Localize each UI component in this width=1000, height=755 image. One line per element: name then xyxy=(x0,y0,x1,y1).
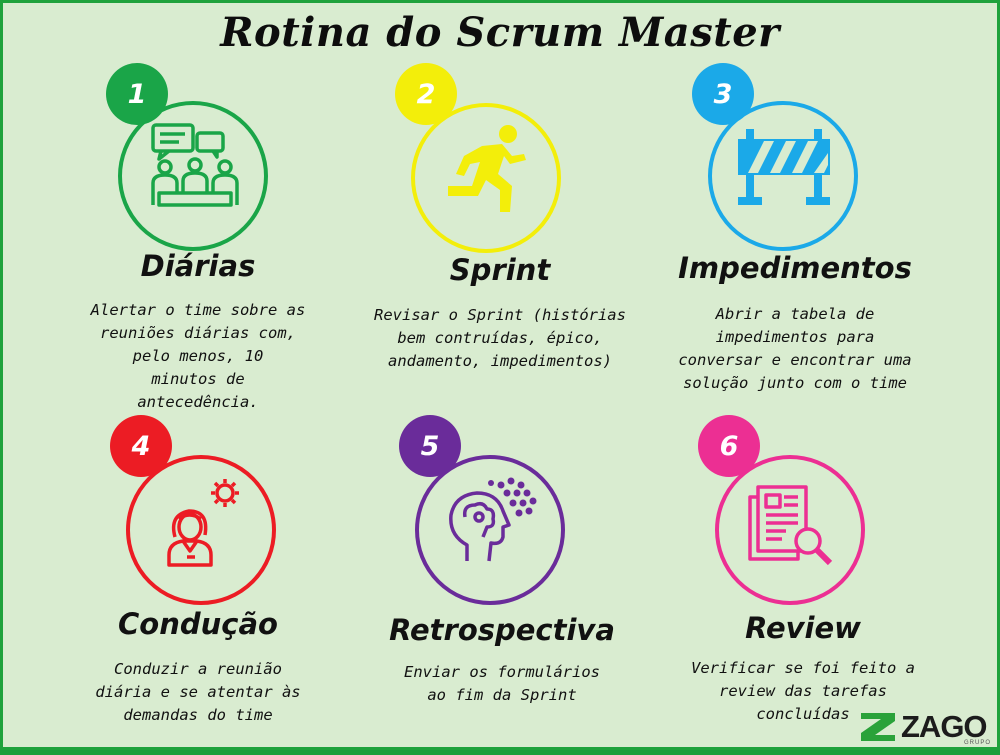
person-gear-icon xyxy=(167,479,239,567)
step-description: Abrir a tabela de impedimentos para conv… xyxy=(645,303,945,395)
desc-line: minutos de xyxy=(151,370,245,388)
barrier-icon xyxy=(738,129,830,205)
step-ring xyxy=(715,455,865,605)
desc-line: demandas do time xyxy=(123,706,273,724)
step-heading: Impedimentos xyxy=(678,251,912,285)
step-card-4: 4 Condução Conduzir a reunião diária e s… xyxy=(33,415,363,755)
step-number-badge: 4 xyxy=(110,415,172,477)
desc-line: bem contruídas, épico, xyxy=(397,329,603,347)
step-number-badge: 5 xyxy=(399,415,461,477)
step-description: Revisar o Sprint (histórias bem contruíd… xyxy=(350,304,650,373)
desc-line: solução junto com o time xyxy=(683,374,907,392)
desc-line: reuniões diárias com, xyxy=(100,324,296,342)
step-ring xyxy=(415,455,565,605)
desc-line: concluídas xyxy=(756,705,850,723)
desc-line: Abrir a tabela de xyxy=(715,305,875,323)
step-number-badge: 2 xyxy=(395,63,457,125)
step-card-5: 5 Retrospectiva Enviar os formulários ao… xyxy=(337,415,667,755)
desc-line: Enviar os formulários xyxy=(404,663,600,681)
step-number-badge: 1 xyxy=(106,63,168,125)
step-ring xyxy=(118,101,268,251)
page-title: Rotina do Scrum Master xyxy=(220,9,780,56)
step-description: Conduzir a reunião diária e se atentar à… xyxy=(48,658,348,727)
logo-wordmark: ZAGO xyxy=(901,709,988,744)
step-description: Verificar se foi feito a review das tare… xyxy=(653,657,953,726)
step-description: Enviar os formulários ao fim da Sprint xyxy=(352,661,652,707)
step-heading: Condução xyxy=(118,607,278,641)
step-card-1: 1 Diárias Alertar o time sobre as reun xyxy=(33,61,363,411)
step-number-badge: 3 xyxy=(692,63,754,125)
step-heading: Diárias xyxy=(140,249,256,283)
step-card-2: 2 Sprint Revisar o Sprint (histórias bem… xyxy=(335,61,665,401)
logo-subtext: GRUPO xyxy=(964,740,992,746)
head-thinking-icon xyxy=(449,477,537,562)
step-description: Alertar o time sobre as reuniões diárias… xyxy=(48,299,348,414)
desc-line: Conduzir a reunião xyxy=(114,660,282,678)
step-heading: Sprint xyxy=(449,253,551,287)
desc-line: ao fim da Sprint xyxy=(427,686,577,704)
step-card-6: 6 Review Verificar se foi feito a review… xyxy=(638,415,968,755)
zago-logo: ZAGO GRUPO xyxy=(859,709,994,749)
desc-line: Revisar o Sprint (histórias xyxy=(374,306,626,324)
meeting-chat-icon xyxy=(151,123,239,207)
step-ring xyxy=(411,103,561,253)
step-heading: Review xyxy=(745,611,861,645)
desc-line: pelo menos, 10 xyxy=(132,347,264,365)
desc-line: Verificar se foi feito a xyxy=(691,659,915,677)
zago-z-mark-icon xyxy=(861,713,895,741)
desc-line: conversar e encontrar uma xyxy=(678,351,912,369)
running-person-icon xyxy=(448,125,526,212)
step-heading: Retrospectiva xyxy=(389,613,615,647)
step-ring xyxy=(126,455,276,605)
document-magnifier-icon xyxy=(748,485,833,566)
desc-line: diária e se atentar às xyxy=(95,683,301,701)
desc-line: antecedência. xyxy=(137,393,259,411)
step-card-3: 3 Impedimentos Abrir a tabela de impedim… xyxy=(630,61,960,401)
desc-line: impedimentos para xyxy=(715,328,875,346)
step-number-badge: 6 xyxy=(698,415,760,477)
step-ring xyxy=(708,101,858,251)
desc-line: Alertar o time sobre as xyxy=(90,301,306,319)
desc-line: andamento, impedimentos) xyxy=(388,352,612,370)
desc-line: review das tarefas xyxy=(719,682,887,700)
